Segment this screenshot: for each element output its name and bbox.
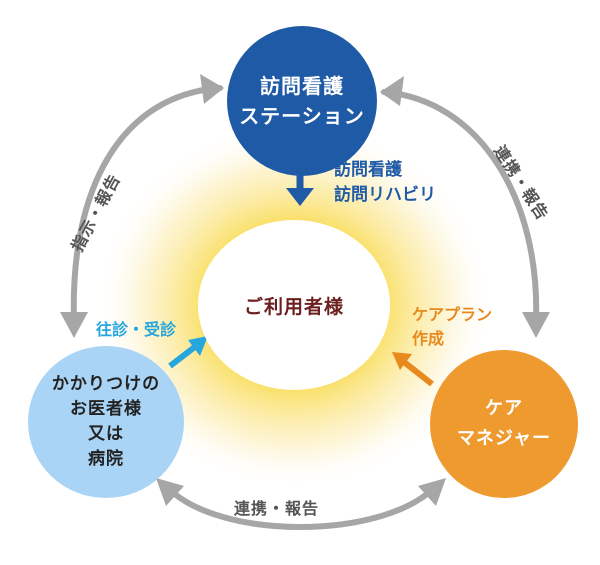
ojin-arrowhead xyxy=(188,336,208,356)
user-label: ご利用者様 xyxy=(243,295,344,318)
cooperation-report-bottom-label: 連携・報告 xyxy=(234,499,320,518)
visit-label-line2: 訪問リハビリ xyxy=(334,185,436,205)
right-link-arrow xyxy=(381,89,540,323)
care-manager-label-line1: ケア xyxy=(485,398,523,419)
left-link-arrowhead-bottom xyxy=(60,312,88,338)
care-plan-label: ケアプラン 作成 xyxy=(412,303,492,351)
left-link-arrow xyxy=(70,85,223,323)
visit-arrowhead xyxy=(286,188,314,206)
doctor-label-line3: 又は xyxy=(88,424,124,444)
careplan-arrow xyxy=(402,359,434,387)
care-plan-label-line2: 作成 xyxy=(412,329,445,348)
user-node: ご利用者様 xyxy=(198,220,390,390)
visit-label-line1: 訪問看護 xyxy=(334,160,402,180)
doctor-label-line1: かかりつけの xyxy=(51,374,161,394)
bottom-link-arrowhead-left xyxy=(156,478,184,506)
care-plan-label-line1: ケアプラン xyxy=(412,305,493,324)
home-visit-consultation-label: 往診・受診 xyxy=(96,320,177,339)
ojin-arrow xyxy=(168,343,198,369)
careplan-arrowhead xyxy=(392,352,412,370)
doctor-hospital-node: かかりつけの お医者様 又は 病院 xyxy=(28,346,184,498)
bottom-link-arrow xyxy=(165,485,437,530)
visiting-nursing-station-node: 訪問看護 ステーション xyxy=(227,26,377,176)
care-manager-node: ケア マネジャー xyxy=(430,350,578,498)
station-label-line1: 訪問看護 xyxy=(260,74,344,98)
doctor-label-line2: お医者様 xyxy=(70,399,142,419)
right-link-arrowhead-top xyxy=(380,76,404,106)
station-label-line2: ステーション xyxy=(239,104,365,128)
bottom-link-arrowhead-right xyxy=(418,478,446,506)
left-link-arrowhead-top xyxy=(200,74,224,104)
right-link-arrowhead-bottom xyxy=(522,312,550,338)
visit-services-label: 訪問看護 訪問リハビリ xyxy=(334,158,436,208)
care-manager-label-line2: マネジャー xyxy=(456,428,552,449)
doctor-label-line4: 病院 xyxy=(88,449,124,469)
